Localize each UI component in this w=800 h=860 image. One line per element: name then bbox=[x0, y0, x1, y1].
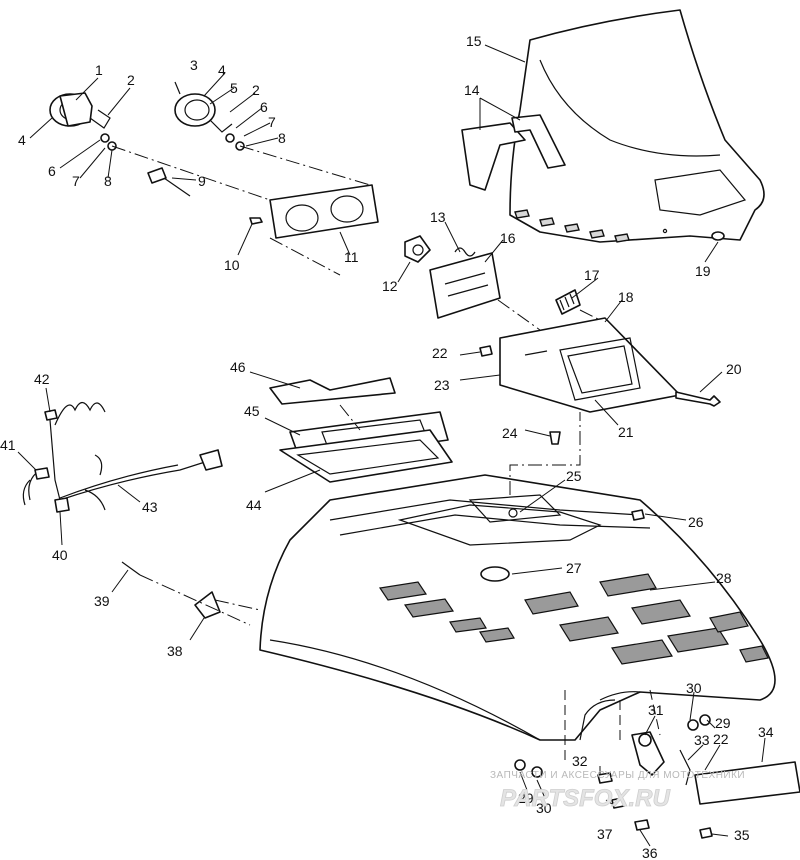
screw bbox=[597, 772, 613, 784]
nut bbox=[479, 345, 493, 357]
headlight-pod bbox=[499, 317, 681, 413]
wiring-harness bbox=[22, 401, 223, 513]
callout-40: 40 bbox=[52, 547, 68, 563]
callout-labels: 1 2 3 4 4 5 2 6 6 7 7 8 8 9 10 11 12 13 … bbox=[0, 33, 774, 860]
callout-18: 18 bbox=[618, 289, 634, 305]
callout-21: 21 bbox=[618, 424, 634, 440]
callout-25: 25 bbox=[566, 468, 582, 484]
callout-6: 6 bbox=[48, 163, 56, 179]
callout-9: 9 bbox=[198, 173, 206, 189]
callout-10: 10 bbox=[224, 257, 240, 273]
callout-32: 32 bbox=[572, 753, 588, 769]
washer bbox=[687, 719, 699, 731]
callout-5: 5 bbox=[230, 80, 238, 96]
callout-42: 42 bbox=[34, 371, 50, 387]
callout-4b: 4 bbox=[218, 62, 226, 78]
callout-34: 34 bbox=[758, 724, 774, 740]
callout-41: 41 bbox=[0, 437, 16, 453]
callout-36: 36 bbox=[642, 845, 658, 860]
screw bbox=[634, 819, 650, 831]
callout-3: 3 bbox=[190, 57, 198, 73]
assembly-lines bbox=[111, 145, 661, 760]
console-base bbox=[279, 429, 453, 483]
callout-23: 23 bbox=[434, 377, 450, 393]
speedometer-cable bbox=[147, 167, 191, 197]
washer bbox=[699, 714, 711, 726]
callout-14: 14 bbox=[464, 82, 480, 98]
watermark: ЗАПЧАСТИ И АКСЕССУАРЫ ДЛЯ МОТОТЕХНИКИ PA… bbox=[490, 770, 745, 812]
screw bbox=[611, 797, 625, 809]
hood-badge bbox=[480, 566, 510, 582]
screw bbox=[249, 217, 263, 225]
hood-bracket bbox=[194, 591, 221, 619]
latch-spring bbox=[679, 749, 691, 786]
bolt bbox=[549, 431, 561, 445]
callout-20: 20 bbox=[726, 361, 742, 377]
callout-6b: 6 bbox=[260, 99, 268, 115]
callout-8: 8 bbox=[104, 173, 112, 189]
callout-39: 39 bbox=[94, 593, 110, 609]
callout-26: 26 bbox=[688, 514, 704, 530]
callout-2: 2 bbox=[127, 72, 135, 88]
callout-16: 16 bbox=[500, 230, 516, 246]
windshield bbox=[509, 9, 765, 243]
callout-45: 45 bbox=[244, 403, 260, 419]
callout-17: 17 bbox=[584, 267, 600, 283]
hood-vents bbox=[378, 573, 769, 665]
callout-44: 44 bbox=[246, 497, 262, 513]
callout-27: 27 bbox=[566, 560, 582, 576]
washer bbox=[531, 766, 543, 778]
leader-lines bbox=[17, 44, 766, 847]
callout-29: 29 bbox=[715, 715, 731, 731]
hood bbox=[259, 474, 776, 741]
gauge-left bbox=[49, 92, 117, 151]
washer bbox=[514, 759, 526, 771]
pin bbox=[121, 561, 141, 576]
callout-29b: 29 bbox=[518, 790, 534, 806]
callout-8b: 8 bbox=[278, 130, 286, 146]
callout-11: 11 bbox=[344, 249, 359, 265]
rivet bbox=[711, 231, 725, 241]
callout-19: 19 bbox=[695, 263, 711, 279]
hood-hinge bbox=[631, 731, 665, 776]
console-pad bbox=[269, 377, 396, 405]
callout-4: 4 bbox=[18, 132, 26, 148]
callout-31: 31 bbox=[648, 702, 664, 718]
windshield-decal bbox=[461, 114, 566, 191]
spring bbox=[454, 247, 476, 257]
headlight-bulb bbox=[404, 235, 431, 263]
callout-15: 15 bbox=[466, 33, 482, 49]
callout-7b: 7 bbox=[268, 114, 276, 130]
headlight-housing bbox=[429, 252, 501, 319]
callout-28: 28 bbox=[716, 570, 732, 586]
callout-30: 30 bbox=[686, 680, 702, 696]
callout-43: 43 bbox=[142, 499, 158, 515]
callout-12: 12 bbox=[382, 278, 398, 294]
gauge-plate bbox=[269, 184, 379, 239]
screw bbox=[699, 827, 713, 839]
callout-38: 38 bbox=[167, 643, 183, 659]
callout-13: 13 bbox=[430, 209, 446, 225]
callout-46: 46 bbox=[230, 359, 246, 375]
callout-24: 24 bbox=[502, 425, 518, 441]
callout-22b: 22 bbox=[713, 731, 729, 747]
callout-2b: 2 bbox=[252, 82, 260, 98]
callout-22: 22 bbox=[432, 345, 448, 361]
adjuster-spring bbox=[555, 289, 581, 315]
callout-37: 37 bbox=[597, 826, 613, 842]
watermark-brand: PARTSFOX.RU bbox=[500, 785, 670, 812]
callout-1: 1 bbox=[95, 62, 103, 78]
callout-30b: 30 bbox=[536, 800, 552, 816]
callout-7: 7 bbox=[72, 173, 80, 189]
screw bbox=[631, 509, 645, 521]
gauge-right bbox=[174, 81, 245, 151]
watermark-caption: ЗАПЧАСТИ И АКСЕССУАРЫ ДЛЯ МОТОТЕХНИКИ bbox=[490, 770, 745, 781]
callout-33: 33 bbox=[694, 732, 710, 748]
bolt bbox=[675, 391, 721, 407]
callout-35: 35 bbox=[734, 827, 750, 843]
hood-latch-bracket bbox=[694, 761, 800, 805]
